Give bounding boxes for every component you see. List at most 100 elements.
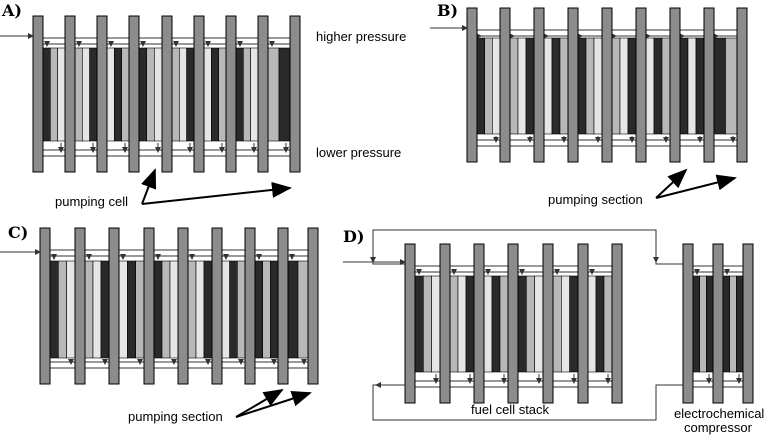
loop-top — [372, 229, 683, 265]
cell-layer — [57, 47, 66, 142]
cell-layer — [66, 260, 76, 359]
compressor-label-line2: compressor — [684, 420, 753, 435]
bipolar-plate — [703, 7, 715, 163]
bipolar-plate — [404, 243, 416, 404]
cell-layer — [423, 275, 432, 373]
bipolar-plate — [211, 227, 223, 385]
cell-layer — [171, 47, 180, 142]
cell-layer — [92, 260, 102, 359]
bipolar-plate — [307, 227, 319, 385]
bipolar-plate — [499, 7, 511, 163]
cell-layer — [58, 260, 67, 359]
cell-layer — [127, 260, 136, 359]
cell-layer — [74, 47, 83, 142]
bipolar-plate — [712, 243, 724, 404]
cell-layer — [465, 275, 475, 373]
cell-layer — [138, 47, 147, 142]
cell-layer — [203, 260, 213, 359]
pumping-cell-arrow-1 — [141, 168, 157, 205]
cell-layer — [593, 37, 603, 135]
panel-d — [343, 229, 754, 421]
pumping-cell-arrow-2 — [141, 181, 292, 205]
cell-layer — [49, 260, 59, 359]
cell-layer — [203, 47, 212, 142]
bipolar-plate — [161, 15, 173, 173]
cell-layer — [431, 275, 441, 373]
cell-layer — [561, 275, 570, 373]
cell-layer — [551, 37, 561, 135]
cell-layer — [653, 37, 663, 135]
pumping-section-arrow-b2 — [655, 174, 737, 199]
cell-layer — [679, 37, 689, 135]
cell-layer — [569, 275, 579, 373]
cell-layer — [250, 47, 259, 142]
cell-layer — [552, 275, 562, 373]
cell-layer — [135, 260, 145, 359]
cell-layer — [517, 275, 527, 373]
cell-layer — [211, 47, 219, 142]
cell-layer — [526, 275, 535, 373]
cell-layer — [611, 37, 621, 135]
cell-layer — [179, 47, 187, 142]
bipolar-plate — [277, 227, 289, 385]
bipolar-plate — [96, 15, 108, 173]
cell-layer — [509, 37, 519, 135]
bipolar-plate — [507, 243, 519, 404]
bipolar-plate — [225, 15, 237, 173]
cell-layer — [587, 275, 597, 373]
cell-layer — [262, 260, 271, 359]
bipolar-plate — [177, 227, 189, 385]
cell-layer — [414, 275, 424, 373]
bipolar-plate — [682, 243, 694, 404]
bipolar-plate — [244, 227, 256, 385]
bipolar-plate — [143, 227, 155, 385]
cell-layer — [187, 260, 197, 359]
cell-layer — [237, 260, 246, 359]
cell-layer — [278, 47, 291, 142]
bipolar-plate — [542, 243, 554, 404]
cell-layer — [687, 37, 697, 135]
cell-layer — [449, 275, 459, 373]
cell-layer — [517, 37, 527, 135]
panel-label-a: A) — [1, 1, 22, 20]
cell-layer — [484, 37, 493, 135]
bipolar-plate — [108, 227, 120, 385]
cell-layer — [491, 275, 501, 373]
cell-layer — [146, 47, 155, 142]
cell-layer — [121, 47, 130, 142]
cell-layer — [722, 275, 730, 373]
bipolar-plate — [601, 7, 613, 163]
cell-layer — [736, 275, 744, 373]
cell-layer — [627, 37, 637, 135]
cell-layer — [585, 37, 595, 135]
bipolar-plate — [742, 243, 754, 404]
cell-layer — [89, 47, 98, 142]
cell-layer — [483, 275, 493, 373]
bipolar-plate — [193, 15, 205, 173]
bipolar-plate — [669, 7, 681, 163]
panel-label-b: B) — [437, 1, 458, 20]
cell-layer — [229, 260, 238, 359]
bipolar-plate — [39, 227, 51, 385]
bipolar-plate — [533, 7, 545, 163]
cell-layer — [661, 37, 671, 135]
pumping-section-label-b: pumping section — [548, 192, 643, 207]
cell-layer — [499, 275, 509, 373]
cell-layer — [706, 275, 714, 373]
cell-layer — [603, 275, 613, 373]
bipolar-plate — [473, 243, 485, 404]
cell-layer — [297, 260, 309, 359]
cell-layer — [725, 37, 738, 135]
cell-layer — [492, 37, 501, 135]
cell-layer — [186, 47, 195, 142]
bipolar-plate — [128, 15, 140, 173]
cell-layer — [100, 260, 110, 359]
pumping-cell-label: pumping cell — [55, 194, 128, 209]
lower-pressure-label: lower pressure — [316, 145, 401, 160]
cell-layer — [50, 47, 58, 142]
panel-c — [0, 227, 319, 385]
bipolar-plate — [74, 227, 86, 385]
bipolar-plate — [577, 243, 589, 404]
bipolar-plate — [64, 15, 76, 173]
